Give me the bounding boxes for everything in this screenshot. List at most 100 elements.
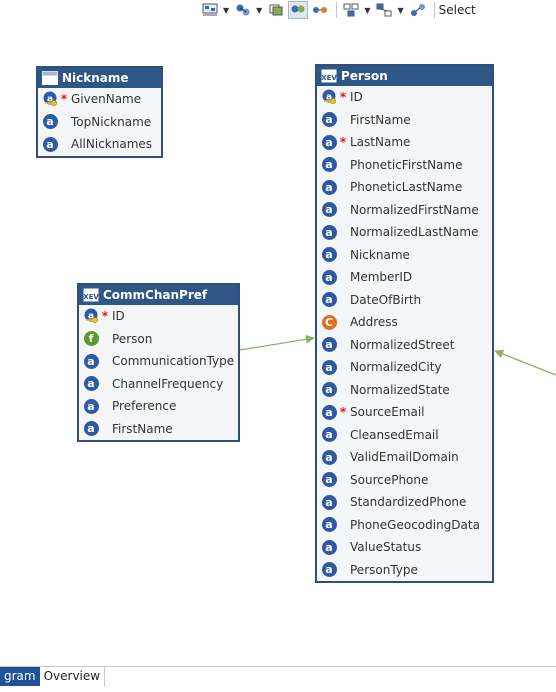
attribute-label: ID xyxy=(112,309,125,324)
chevron-down-icon[interactable]: ▼ xyxy=(223,5,230,15)
tab-diagram[interactable]: gram xyxy=(0,667,40,686)
attribute-icon: a xyxy=(321,224,337,240)
attribute-label: ValidEmailDomain xyxy=(350,450,459,465)
entity-header[interactable]: XEV Person xyxy=(317,66,492,86)
table-icon xyxy=(42,71,58,85)
chevron-down-icon[interactable]: ▼ xyxy=(364,5,371,15)
attribute-row[interactable]: a DateOfBirth xyxy=(317,289,492,312)
attribute-row[interactable]: a*ID xyxy=(317,86,492,109)
attribute-label: FirstName xyxy=(112,421,173,436)
attribute-icon: a xyxy=(83,376,99,392)
attribute-row[interactable]: a*SourceEmail xyxy=(317,401,492,424)
attribute-icon: a xyxy=(42,136,58,152)
xml-table-icon: XEV xyxy=(321,69,337,83)
key-icon: a xyxy=(42,91,58,107)
attribute-row[interactable]: a*LastName xyxy=(317,131,492,154)
attribute-icon: a xyxy=(83,398,99,414)
attribute-icon: a xyxy=(321,292,337,308)
attribute-label: NormalizedFirstName xyxy=(350,202,479,217)
attribute-label: NormalizedState xyxy=(350,382,450,397)
attribute-icon: a xyxy=(321,449,337,465)
attribute-row[interactable]: a NormalizedLastName xyxy=(317,221,492,244)
attribute-label: SourceEmail xyxy=(350,405,425,420)
attribute-icon: a xyxy=(321,404,337,420)
required-marker: * xyxy=(101,309,109,324)
view-tabs: gram Overview xyxy=(0,666,556,692)
attribute-row[interactable]: a*GivenName xyxy=(38,88,161,111)
node-link-icon[interactable] xyxy=(310,1,330,19)
attribute-row[interactable]: a NormalizedCity xyxy=(317,356,492,379)
stack-icon[interactable] xyxy=(266,1,286,19)
foreign-key-icon: f xyxy=(83,331,99,347)
attribute-label: MemberID xyxy=(350,270,413,285)
attribute-icon: a xyxy=(321,517,337,533)
attribute-label: DateOfBirth xyxy=(350,292,422,307)
commchanpref-person-relation[interactable] xyxy=(239,334,315,351)
select-nodes-icon[interactable] xyxy=(288,1,309,19)
attribute-row[interactable]: a*ID xyxy=(79,305,238,328)
toolbar-separator xyxy=(433,2,435,18)
attribute-icon: a xyxy=(321,494,337,510)
tab-overview[interactable]: Overview xyxy=(40,667,106,686)
attribute-icon: a xyxy=(321,472,337,488)
attribute-icon: a xyxy=(321,359,337,375)
key-icon: a xyxy=(321,89,337,105)
entity-header[interactable]: Nickname xyxy=(38,68,161,88)
required-marker: * xyxy=(339,90,347,105)
attribute-row[interactable]: a PhoneGeocodingData xyxy=(317,514,492,537)
node-icon[interactable] xyxy=(233,1,253,19)
chevron-down-icon[interactable]: ▼ xyxy=(397,5,404,15)
attribute-label: Preference xyxy=(112,399,177,414)
flow-icon[interactable] xyxy=(408,1,428,19)
entity-title: Nickname xyxy=(62,71,129,85)
attribute-row[interactable]: a NormalizedState xyxy=(317,379,492,402)
attribute-label: GivenName xyxy=(71,92,142,107)
attribute-label: PhoneticFirstName xyxy=(350,157,463,172)
attribute-label: LastName xyxy=(350,135,411,150)
grid-alt-icon[interactable] xyxy=(374,1,394,19)
attribute-row[interactable]: a Preference xyxy=(79,395,238,418)
grid-icon[interactable] xyxy=(341,1,361,19)
required-marker: * xyxy=(339,405,347,420)
attribute-label: PhoneGeocodingData xyxy=(350,517,480,532)
layout-icon[interactable] xyxy=(200,1,220,19)
attribute-label: FirstName xyxy=(350,112,411,127)
composite-icon: C xyxy=(321,314,337,330)
entity-title: CommChanPref xyxy=(103,288,208,302)
select-tool-label[interactable]: Select xyxy=(438,3,476,17)
attribute-label: NormalizedCity xyxy=(350,360,442,375)
attribute-label: NormalizedLastName xyxy=(350,225,479,240)
chevron-down-icon[interactable]: ▼ xyxy=(256,5,263,15)
attribute-row[interactable]: C Address xyxy=(317,311,492,334)
entity-title: Person xyxy=(341,69,388,83)
entity-header[interactable]: XEV CommChanPref xyxy=(79,285,238,305)
attribute-label: Address xyxy=(350,315,398,330)
attribute-icon: a xyxy=(321,382,337,398)
attribute-row[interactable]: a ValidEmailDomain xyxy=(317,446,492,469)
external-person-relation[interactable] xyxy=(494,349,556,376)
attribute-label: Nickname xyxy=(350,247,410,262)
